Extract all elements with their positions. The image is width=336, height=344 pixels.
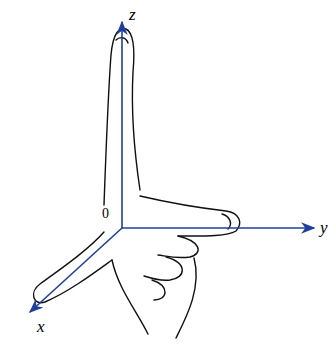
axis-label: z: [129, 6, 136, 23]
axis-label: y: [320, 219, 328, 236]
coordinate-axes: [30, 22, 314, 312]
x-axis: [30, 228, 122, 312]
origin-label: 0: [102, 207, 109, 221]
hand-drawing: [34, 29, 240, 338]
y-axis: [122, 227, 314, 229]
z-axis: [121, 22, 123, 228]
axis-label: x: [37, 318, 45, 335]
